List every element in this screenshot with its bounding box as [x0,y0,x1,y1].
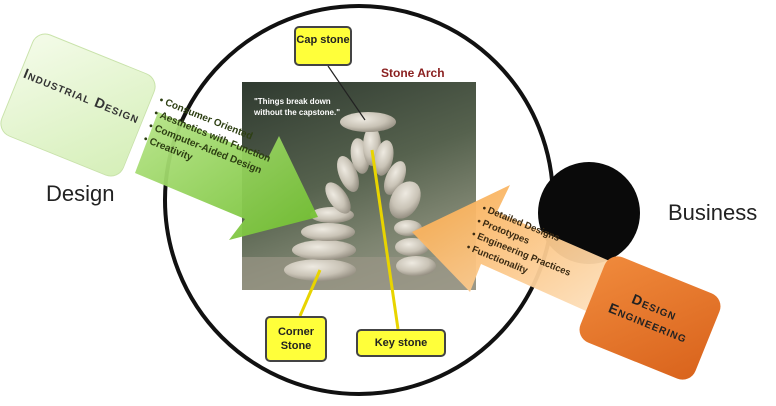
design-label: Design [46,181,114,207]
corner-stone-pointer [300,270,320,316]
corner-stone-callout: Corner Stone [265,316,327,362]
industrial-design-title: Industrial Design [21,65,142,126]
key-stone-pointer [372,150,398,329]
key-stone-callout: Key stone [356,329,446,357]
design-engineering-title: Design Engineering [606,291,690,346]
business-label: Business [668,200,757,226]
cap-stone-callout: Cap stone [294,26,352,66]
cap-stone-pointer [328,66,365,120]
